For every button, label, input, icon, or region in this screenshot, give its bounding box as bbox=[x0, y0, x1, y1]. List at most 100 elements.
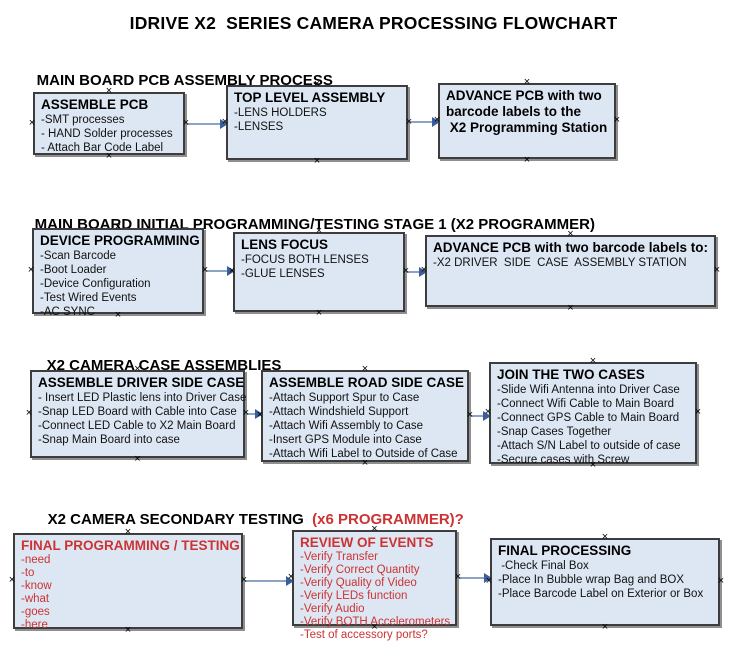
box-item: -Verify Correct Quantity bbox=[300, 563, 420, 576]
selection-handle-icon[interactable] bbox=[228, 267, 236, 275]
box-item: -to bbox=[21, 566, 35, 579]
box-title: FINAL PROGRAMMING / TESTING bbox=[21, 538, 240, 553]
selection-handle-icon[interactable] bbox=[433, 116, 441, 124]
selection-handle-icon[interactable] bbox=[134, 455, 142, 463]
box-item: - Insert LED Plastic lens into Driver Ca… bbox=[38, 391, 247, 404]
box-item: -Attach Wifi Assembly to Case bbox=[269, 419, 424, 432]
box-item: -goes bbox=[21, 605, 50, 618]
box-item: -Connect LED Cable to X2 Main Board bbox=[38, 419, 236, 432]
selection-handle-icon[interactable] bbox=[466, 411, 474, 419]
selection-handle-icon[interactable] bbox=[601, 533, 609, 541]
box-item: -Place In Bubble wrap Bag and BOX bbox=[498, 573, 685, 586]
selection-handle-icon[interactable] bbox=[713, 266, 721, 274]
selection-handle-icon[interactable] bbox=[240, 576, 248, 584]
selection-handle-icon[interactable] bbox=[371, 623, 379, 631]
box-item: -Secure cases with Screw bbox=[497, 453, 630, 466]
section-header-red-text: (x6 PROGRAMMER)? bbox=[312, 511, 464, 528]
box-item: -Test of accessory ports? bbox=[300, 628, 428, 641]
flow-box-assemble-road-side-case[interactable]: ASSEMBLE ROAD SIDE CASE -Attach Support … bbox=[261, 370, 469, 462]
selection-handle-icon[interactable] bbox=[124, 626, 132, 634]
arrow-line bbox=[187, 123, 221, 125]
selection-handle-icon[interactable] bbox=[694, 408, 702, 416]
box-item: -Snap LED Board with Cable into Case bbox=[38, 405, 237, 418]
box-item: -GLUE LENSES bbox=[241, 267, 325, 280]
selection-handle-icon[interactable] bbox=[420, 266, 428, 274]
arrow-line bbox=[247, 413, 256, 415]
selection-handle-icon[interactable] bbox=[589, 461, 597, 469]
box-item: -know bbox=[21, 579, 52, 592]
flow-box-advance-pcb-case-assembly-station[interactable]: ADVANCE PCB with two barcode labels to: … bbox=[425, 235, 716, 307]
box-title: ADVANCE PCB with two barcode labels to t… bbox=[446, 88, 608, 135]
flow-box-lens-focus[interactable]: LENS FOCUS -FOCUS BOTH LENSES -GLUE LENS… bbox=[233, 232, 405, 312]
box-item: -Test Wired Events bbox=[40, 291, 137, 304]
selection-handle-icon[interactable] bbox=[28, 119, 36, 127]
flow-box-top-level-assembly[interactable]: TOP LEVEL ASSEMBLY -LENS HOLDERS -LENSES bbox=[226, 85, 408, 160]
selection-handle-icon[interactable] bbox=[105, 152, 113, 160]
page-title: IDRIVE X2 SERIES CAMERA PROCESSING FLOWC… bbox=[129, 13, 618, 33]
box-item: -Verify Quality of Video bbox=[300, 576, 417, 589]
selection-handle-icon[interactable] bbox=[601, 623, 609, 631]
selection-handle-icon[interactable] bbox=[313, 157, 321, 165]
flow-box-assemble-driver-side-case[interactable]: ASSEMBLE DRIVER SIDE CASE - Insert LED P… bbox=[30, 370, 247, 458]
selection-handle-icon[interactable] bbox=[402, 267, 410, 275]
selection-handle-icon[interactable] bbox=[27, 266, 35, 274]
box-item: -LENS HOLDERS bbox=[234, 106, 327, 119]
selection-handle-icon[interactable] bbox=[454, 573, 462, 581]
selection-handle-icon[interactable] bbox=[485, 577, 493, 585]
selection-handle-icon[interactable] bbox=[105, 87, 113, 95]
selection-handle-icon[interactable] bbox=[242, 409, 250, 417]
flow-box-assemble-pcb[interactable]: ASSEMBLE PCB -SMT processes - HAND Solde… bbox=[33, 92, 185, 155]
selection-handle-icon[interactable] bbox=[315, 309, 323, 317]
selection-handle-icon[interactable] bbox=[221, 118, 229, 126]
box-item: - HAND Solder processes bbox=[41, 127, 173, 140]
box-item: -Attach S/N Label to outside of case bbox=[497, 439, 681, 452]
box-item: -Device Configuration bbox=[40, 277, 151, 290]
flow-box-join-the-two-cases[interactable]: JOIN THE TWO CASES -Slide Wifi Antenna i… bbox=[489, 362, 697, 466]
selection-handle-icon[interactable] bbox=[124, 528, 132, 536]
selection-handle-icon[interactable] bbox=[613, 116, 621, 124]
selection-handle-icon[interactable] bbox=[114, 311, 122, 319]
flow-box-final-processing[interactable]: FINAL PROCESSING -Check Final Box -Place… bbox=[490, 538, 720, 626]
box-item: -Snap Cases Together bbox=[497, 425, 612, 438]
selection-handle-icon[interactable] bbox=[287, 573, 295, 581]
connector-arrow[interactable] bbox=[245, 576, 294, 586]
selection-handle-icon[interactable] bbox=[405, 118, 413, 126]
box-item: -Verify BOTH Accelerometers bbox=[300, 615, 451, 628]
flow-box-final-programming-testing[interactable]: FINAL PROGRAMMING / TESTING -need -to -k… bbox=[13, 533, 243, 631]
box-item: -Place Barcode Label on Exterior or Box bbox=[498, 587, 704, 600]
box-item: -Verify Transfer bbox=[300, 550, 378, 563]
selection-handle-icon[interactable] bbox=[567, 304, 575, 312]
selection-handle-icon[interactable] bbox=[361, 365, 369, 373]
selection-handle-icon[interactable] bbox=[201, 266, 209, 274]
arrow-line bbox=[471, 415, 484, 417]
section-header-case-assemblies: X2 CAMERA CASE ASSEMBLIES bbox=[30, 340, 282, 391]
selection-handle-icon[interactable] bbox=[8, 576, 16, 584]
box-item: -Attach Wifi Label to Outside of Case bbox=[269, 447, 458, 460]
selection-handle-icon[interactable] bbox=[114, 223, 122, 231]
box-title: DEVICE PROGRAMMING bbox=[40, 233, 200, 248]
selection-handle-icon[interactable] bbox=[567, 230, 575, 238]
box-item: -LENSES bbox=[234, 120, 284, 133]
arrow-line bbox=[459, 577, 485, 579]
box-item: -need bbox=[21, 553, 51, 566]
selection-handle-icon[interactable] bbox=[313, 80, 321, 88]
flow-box-device-programming[interactable]: DEVICE PROGRAMMING -Scan Barcode -Boot L… bbox=[32, 228, 204, 318]
selection-handle-icon[interactable] bbox=[717, 577, 725, 585]
selection-handle-icon[interactable] bbox=[25, 409, 33, 417]
selection-handle-icon[interactable] bbox=[256, 411, 264, 419]
box-item: -Check Final Box bbox=[498, 559, 589, 572]
selection-handle-icon[interactable] bbox=[523, 78, 531, 86]
selection-handle-icon[interactable] bbox=[134, 365, 142, 373]
selection-handle-icon[interactable] bbox=[361, 459, 369, 467]
section-header-text: X2 CAMERA CASE ASSEMBLIES bbox=[46, 357, 282, 374]
flow-box-review-of-events[interactable]: REVIEW OF EVENTS -Verify Transfer -Verif… bbox=[292, 530, 457, 641]
selection-handle-icon[interactable] bbox=[371, 525, 379, 533]
selection-handle-icon[interactable] bbox=[182, 119, 190, 127]
selection-handle-icon[interactable] bbox=[589, 357, 597, 365]
flow-box-advance-pcb-programming-station[interactable]: ADVANCE PCB with two barcode labels to t… bbox=[438, 83, 616, 159]
selection-handle-icon[interactable] bbox=[484, 408, 492, 416]
box-title: ADVANCE PCB with two barcode labels to: bbox=[433, 240, 709, 255]
selection-handle-icon[interactable] bbox=[315, 227, 323, 235]
selection-handle-icon[interactable] bbox=[523, 156, 531, 164]
box-title: JOIN THE TWO CASES bbox=[497, 367, 645, 382]
